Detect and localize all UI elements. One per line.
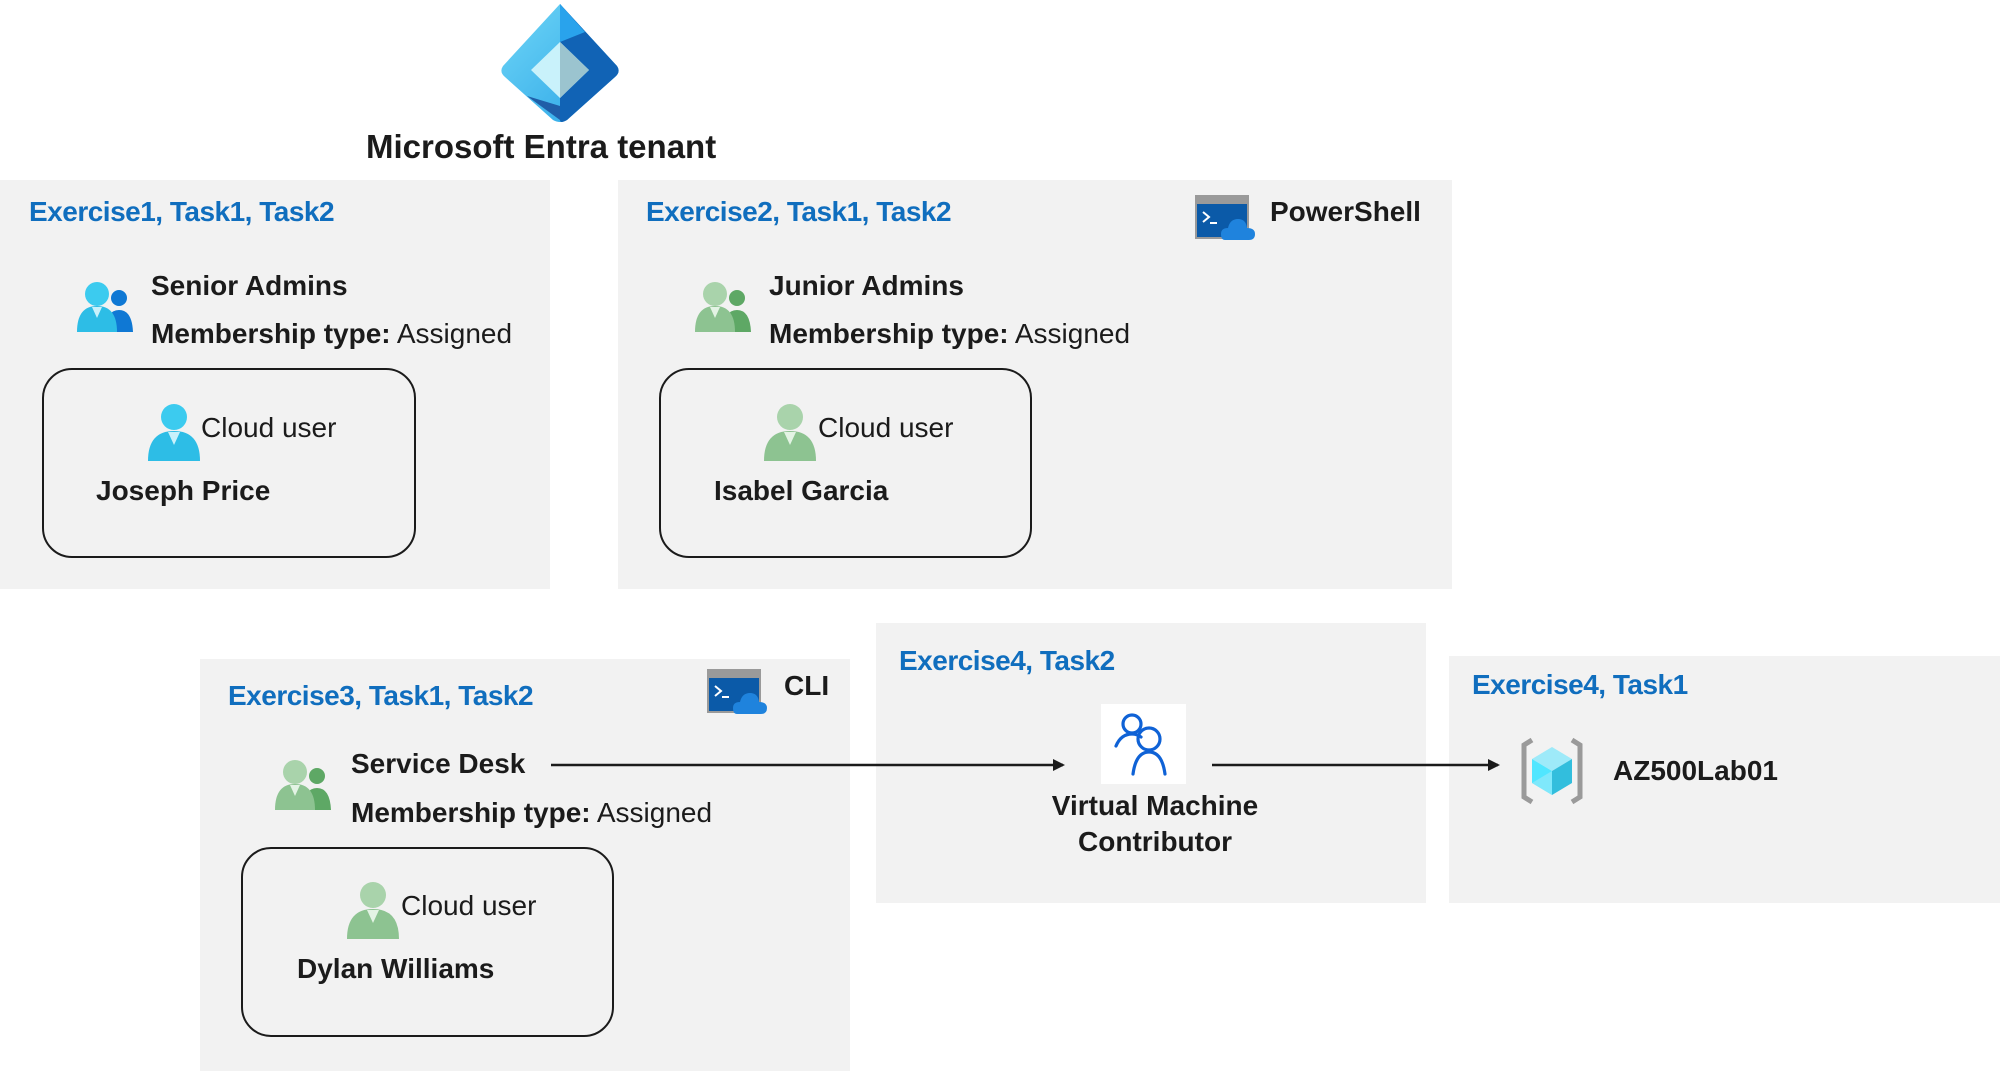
exercise3-panel: [200, 659, 850, 1071]
group-name: Service Desk: [351, 748, 526, 779]
user-card: [241, 847, 614, 1037]
membership-type: Membership type: Assigned: [351, 797, 712, 829]
user-type-label: Cloud user: [201, 412, 337, 443]
user-icon: [346, 881, 400, 939]
exercise4-task1-heading: Exercise4, Task1: [1472, 669, 1688, 700]
group-name: Junior Admins: [769, 270, 964, 301]
exercise1-heading: Exercise1, Task1, Task2: [29, 196, 335, 227]
membership-type: Membership type: Assigned: [151, 318, 512, 350]
user-card: [659, 368, 1032, 558]
role-name-line2: Contributor: [1078, 826, 1232, 857]
group-name: Senior Admins: [151, 270, 348, 301]
resource-name: AZ500Lab01: [1613, 755, 1778, 786]
group-icon: [273, 758, 335, 812]
cli-label: CLI: [784, 670, 830, 701]
user-card: [42, 368, 416, 558]
user-type-label: Cloud user: [818, 412, 954, 443]
resource-group-icon: [1520, 737, 1584, 805]
microsoft-entra-logo-icon: [497, 2, 623, 124]
cloud-shell-icon: [707, 669, 771, 715]
user-name: Isabel Garcia: [714, 475, 889, 506]
exercise1-panel: [0, 180, 550, 589]
membership-label: Membership type:: [151, 318, 391, 349]
role-name: Virtual Machine Contributor: [1010, 788, 1300, 860]
role-assignment-icon: [1101, 704, 1186, 784]
user-type-label: Cloud user: [401, 890, 537, 921]
user-name: Dylan Williams: [297, 953, 495, 984]
membership-label: Membership type:: [351, 797, 591, 828]
user-icon: [147, 403, 201, 461]
exercise2-heading: Exercise2, Task1, Task2: [646, 196, 952, 227]
tenant-title: Microsoft Entra tenant: [366, 128, 717, 165]
membership-type: Membership type: Assigned: [769, 318, 1130, 350]
role-name-line1: Virtual Machine: [1051, 790, 1259, 821]
membership-value: Assigned: [1014, 318, 1131, 349]
membership-label: Membership type:: [769, 318, 1009, 349]
user-icon: [763, 403, 817, 461]
exercise3-heading: Exercise3, Task1, Task2: [228, 680, 534, 711]
cloud-shell-icon: [1195, 195, 1259, 241]
powershell-label: PowerShell: [1270, 196, 1421, 227]
membership-value: Assigned: [596, 797, 713, 828]
group-icon: [75, 280, 137, 334]
membership-value: Assigned: [396, 318, 513, 349]
user-name: Joseph Price: [96, 475, 271, 506]
exercise2-panel: [618, 180, 1452, 589]
exercise4-task2-heading: Exercise4, Task2: [899, 645, 1115, 676]
group-icon: [693, 280, 755, 334]
